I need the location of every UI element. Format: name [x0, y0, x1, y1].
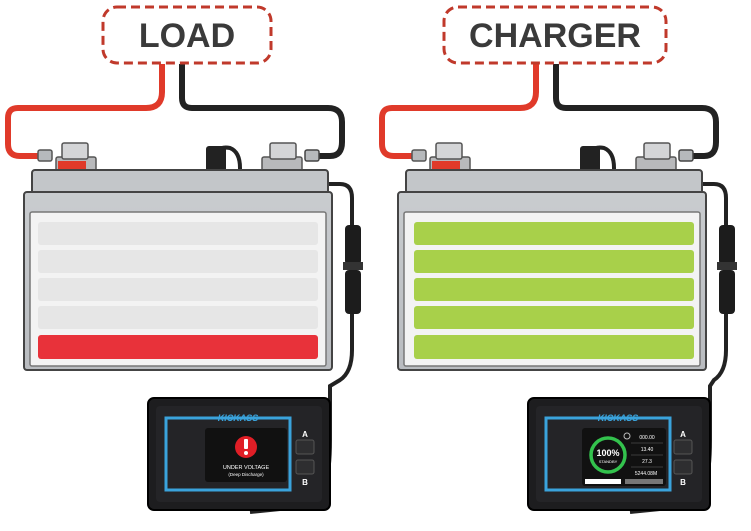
svg-text:LOAD: LOAD: [139, 17, 235, 55]
load-button-b[interactable]: B: [295, 459, 315, 487]
charger-cell-5: [414, 335, 694, 359]
charger-cell-3: [414, 278, 694, 301]
svg-text:A: A: [302, 430, 308, 439]
charge-status: STANDBY: [599, 459, 618, 464]
svg-text:B: B: [680, 478, 686, 487]
charger-button-b[interactable]: B: [673, 459, 693, 487]
charger-negative-terminal: [635, 142, 677, 173]
load-cell-2: [38, 250, 318, 273]
charger-diagram: CHARGER: [379, 5, 737, 514]
reading-1: 000.00: [639, 435, 655, 441]
charger-battery: [397, 169, 707, 371]
alert-title: UNDER VOLTAGE: [223, 465, 270, 471]
charger-brand-logo: KICKASS: [598, 413, 639, 423]
load-negative-terminal-lug: [304, 149, 320, 162]
charger-negative-terminal-lug: [678, 149, 694, 162]
load-inline-connector: [343, 225, 363, 314]
reading-4: 5244.08M: [635, 471, 657, 477]
reading-3: 27.3: [642, 459, 652, 465]
charger-sense-plug: [580, 146, 600, 172]
screen-tab-right: [625, 479, 663, 484]
load-battery: [23, 169, 333, 371]
load-positive-cable: [5, 64, 165, 159]
charger-positive-terminal-lug: [411, 149, 427, 162]
reading-2: 13.40: [641, 447, 654, 453]
charger-cells: [414, 222, 694, 359]
charger-button-a[interactable]: A: [673, 430, 693, 455]
charge-percent: 100%: [596, 448, 619, 458]
load-cell-5: [38, 335, 318, 359]
screen-tab-left: [585, 479, 621, 484]
load-sense-plug: [206, 146, 226, 172]
load-cells: [38, 222, 318, 359]
charger-positive-cable: [379, 64, 539, 159]
load-monitor: KICKASS UNDER VOLTAGE (Deep Discharge) A…: [147, 397, 331, 511]
charger-monitor: KICKASS 100% STANDBY 000.00 13.40 27.3 5…: [527, 397, 711, 511]
charger-cell-4: [414, 306, 694, 329]
charger-cell-2: [414, 250, 694, 273]
load-positive-terminal: [55, 142, 97, 173]
load-button-a[interactable]: A: [295, 430, 315, 455]
svg-text:B: B: [302, 478, 308, 487]
load-label: LOAD: [101, 5, 273, 65]
charger-label: CHARGER: [442, 5, 668, 65]
load-cell-3: [38, 278, 318, 301]
load-cell-4: [38, 306, 318, 329]
svg-text:CHARGER: CHARGER: [469, 17, 641, 55]
load-negative-terminal: [261, 142, 303, 173]
load-cell-1: [38, 222, 318, 245]
load-diagram: LOAD: [5, 5, 363, 514]
svg-text:A: A: [680, 430, 686, 439]
charge-ring-icon: [589, 436, 627, 474]
alert-subtitle: (Deep Discharge): [228, 472, 264, 477]
charger-cell-1: [414, 222, 694, 245]
load-positive-terminal-lug: [37, 149, 53, 162]
load-negative-cable: [179, 64, 345, 159]
charger-inline-connector: [717, 225, 737, 314]
charger-positive-terminal: [429, 142, 471, 173]
charger-negative-cable: [553, 64, 719, 159]
load-brand-logo: KICKASS: [218, 413, 259, 423]
